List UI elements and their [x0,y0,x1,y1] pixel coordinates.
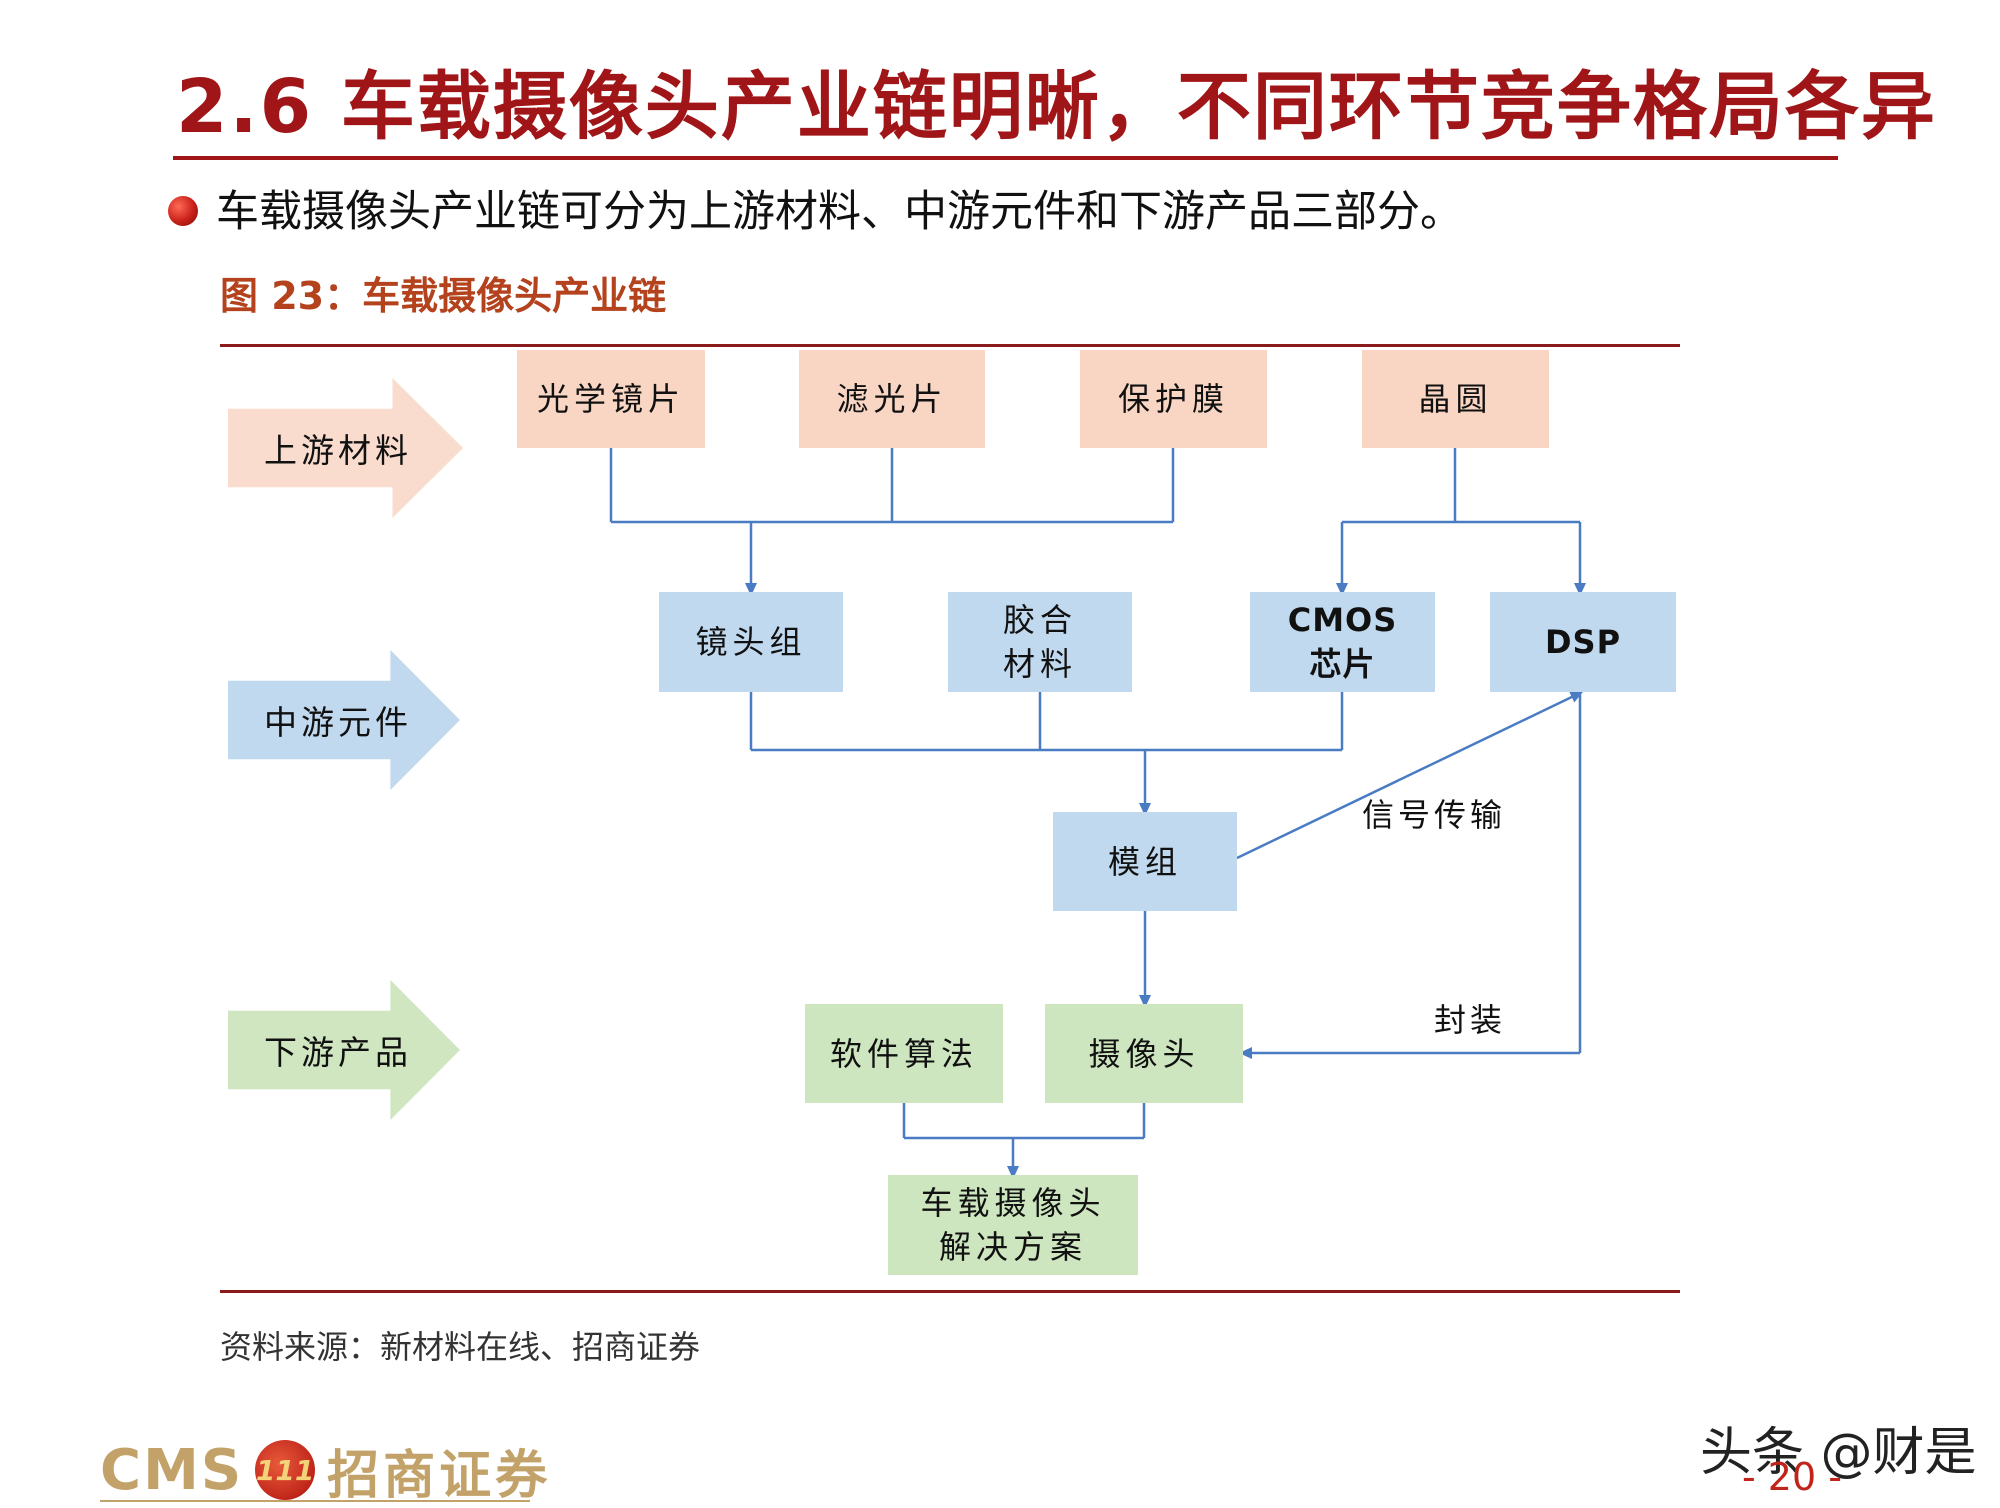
stage-downstream-label: 下游产品 [264,1033,412,1072]
figure-caption: 图 23：车载摄像头产业链 [220,274,667,318]
figure-source: 资料来源：新材料在线、招商证券 [220,1328,701,1366]
node-adhesive: 胶合 材料 [948,592,1132,692]
logo-cms-text: CMS [100,1437,244,1503]
node-software: 软件算法 [805,1004,1003,1103]
arrow-signal-to-dsp [1236,691,1584,860]
page-number: - 20 - [1742,1455,1842,1499]
node-filter: 滤光片 [799,350,985,448]
logo-emblem-icon: 111 [255,1440,316,1500]
company-logo: CMS 111 招商证券 [100,1437,551,1506]
title-divider [173,156,1838,160]
stage-upstream-label: 上游材料 [264,431,412,470]
node-module: 模组 [1053,812,1237,911]
node-wafer: 晶圆 [1362,350,1549,448]
logo-underline [100,1500,530,1502]
stage-midstream-label: 中游元件 [264,703,412,742]
node-dsp: DSP [1490,592,1676,692]
figure-bottom-rule [220,1290,1680,1293]
page-title: 2.6 车载摄像头产业链明晰，不同环节竞争格局各异 [176,64,1937,150]
bullet-text: 车载摄像头产业链可分为上游材料、中游元件和下游产品三部分。 [216,187,1463,237]
figure-top-rule [220,344,1680,347]
logo-chinese-text: 招商证券 [327,1444,552,1506]
node-cmos: CMOS 芯片 [1250,592,1435,692]
bullet-icon [168,196,198,226]
node-optical-lens: 光学镜片 [517,350,705,448]
node-protective-film: 保护膜 [1080,350,1267,448]
node-solution: 车载摄像头 解决方案 [888,1175,1138,1275]
edge-label-packaging: 封装 [1434,1001,1507,1039]
node-lens-group: 镜头组 [659,592,843,692]
node-camera: 摄像头 [1045,1004,1243,1103]
edge-label-signal: 信号传输 [1362,796,1507,834]
watermark: 头条 @财是 [1700,1423,1977,1483]
